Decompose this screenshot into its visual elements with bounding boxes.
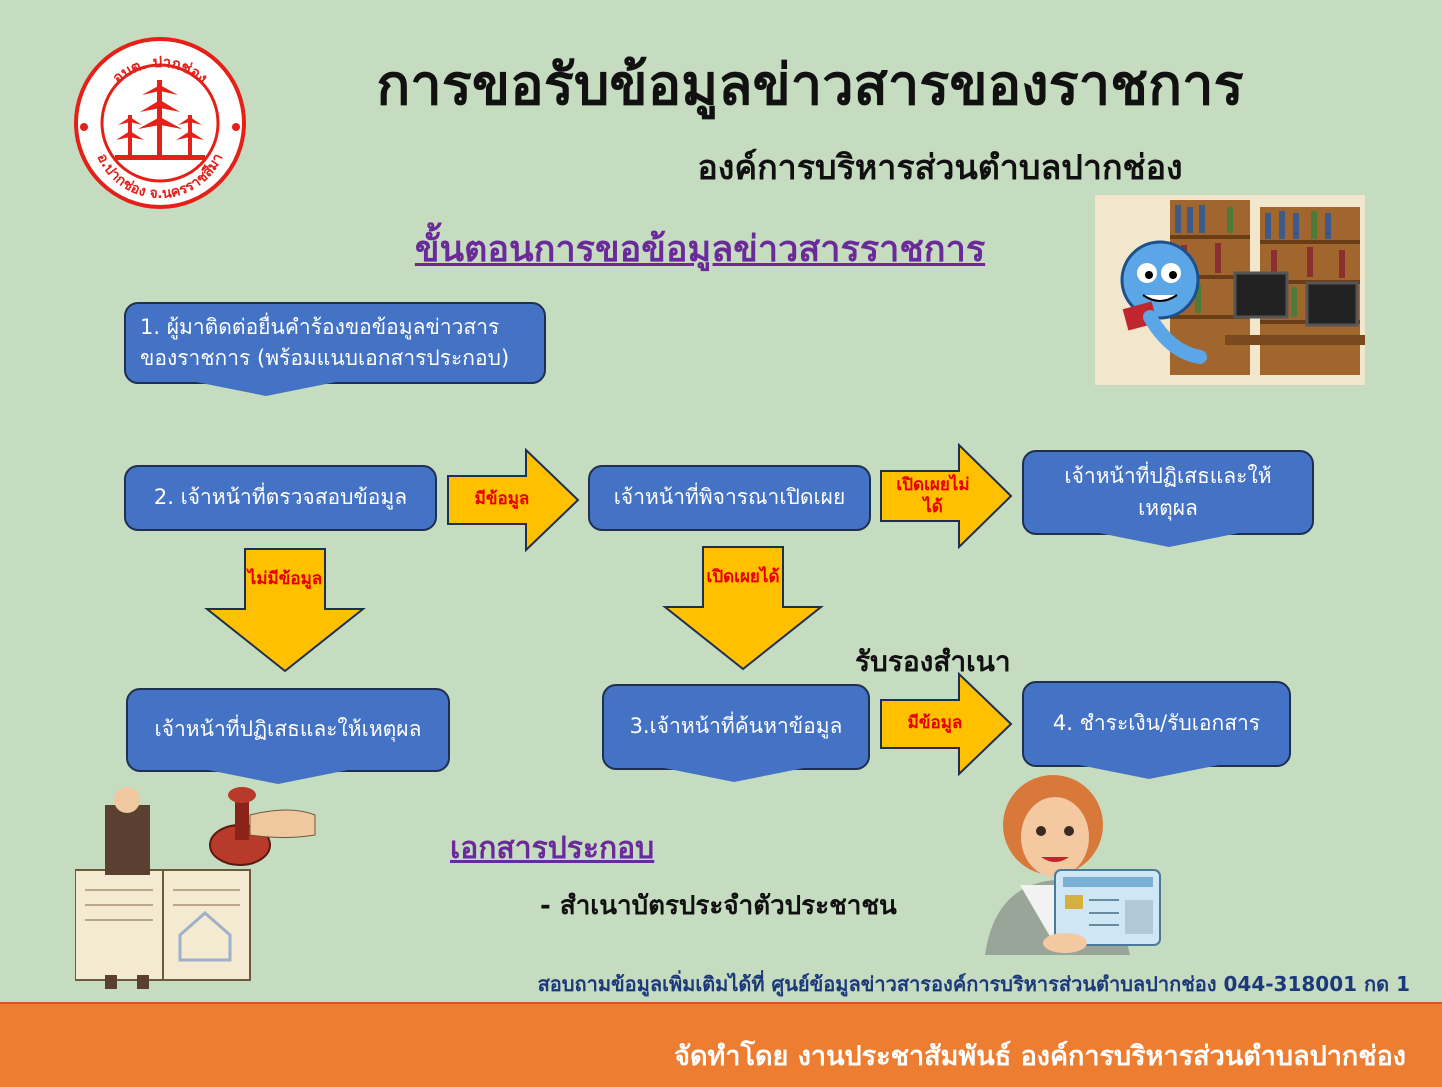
consider-text: เจ้าหน้าที่พิจารณาเปิดเผย (613, 485, 846, 510)
arrow-down-disclosable (662, 546, 824, 671)
arrow-label-disclosable: เปิดเผยได้ (706, 567, 780, 587)
arrow-right-has-data-2 (880, 672, 1013, 776)
reject-left-text: เจ้าหน้าที่ปฏิเสธและให้เหตุผล (154, 717, 422, 742)
step4-box: 4. ชำระเงิน/รับเอกสาร (1022, 681, 1291, 779)
step1-box: 1. ผู้มาติดต่อยื่นคำร้องขอข้อมูลข่าวสารข… (124, 302, 546, 396)
footer-bar: จัดทำโดย งานประชาสัมพันธ์ องค์การบริหารส… (0, 1002, 1442, 1087)
stamp-document-illustration (75, 787, 316, 989)
step2-text: 2. เจ้าหน้าที่ตรวจสอบข้อมูล (153, 485, 408, 510)
arrow-right-not-disclosable (880, 443, 1013, 549)
arrow-label-no-data: ไม่มีข้อมูล (247, 569, 323, 589)
page-title: การขอรับข้อมูลข่าวสารของราชการ (376, 53, 1244, 118)
step2-box: 2. เจ้าหน้าที่ตรวจสอบข้อมูล (124, 465, 437, 531)
arrow-label-has-data-1: มีข้อมูล (474, 489, 530, 509)
section-title: ขั้นตอนการขอข้อมูลข่าวสารราชการ (414, 229, 986, 270)
step4-text: 4. ชำระเงิน/รับเอกสาร (1052, 711, 1261, 736)
consider-box: เจ้าหน้าที่พิจารณาเปิดเผย (588, 465, 871, 531)
woman-id-card-illustration (985, 775, 1161, 955)
arrow-right-has-data (447, 448, 580, 552)
step3-text: 3.เจ้าหน้าที่ค้นหาข้อมูล (629, 714, 843, 739)
attachments-title: เอกสารประกอบ (450, 831, 655, 866)
reject-left-box: เจ้าหน้าที่ปฏิเสธและให้เหตุผล (126, 688, 450, 784)
seal-logo-icon: อบต. ปากช่อง อ.ปากช่อง จ.นครราชสีมา (74, 37, 246, 209)
arrow-label-has-data-2: มีข้อมูล (907, 713, 963, 733)
footer-text: จัดทำโดย งานประชาสัมพันธ์ องค์การบริหารส… (674, 1041, 1406, 1072)
contact-info: สอบถามข้อมูลเพิ่มเติมได้ที่ ศูนย์ข้อมูลข… (537, 972, 1410, 996)
arrow-down-no-data (204, 548, 366, 673)
reject-top-text: เจ้าหน้าที่ปฏิเสธและให้เหตุผล (1064, 464, 1272, 520)
step1-text: 1. ผู้มาติดต่อยื่นคำร้องขอข้อมูลข่าวสารข… (140, 314, 510, 371)
attachment-item: - สำเนาบัตรประจำตัวประชาชน (540, 891, 897, 921)
step3-box: 3.เจ้าหน้าที่ค้นหาข้อมูล (602, 684, 870, 782)
page-subtitle: องค์การบริหารส่วนตำบลปากช่อง (697, 148, 1183, 188)
certify-copy-label: รับรองสำเนา (855, 645, 1011, 678)
library-reader-illustration (1095, 195, 1365, 385)
arrow-label-not-disclosable: เปิดเผยไม่ได้ (896, 475, 970, 518)
reject-top-box: เจ้าหน้าที่ปฏิเสธและให้เหตุผล (1022, 450, 1314, 547)
